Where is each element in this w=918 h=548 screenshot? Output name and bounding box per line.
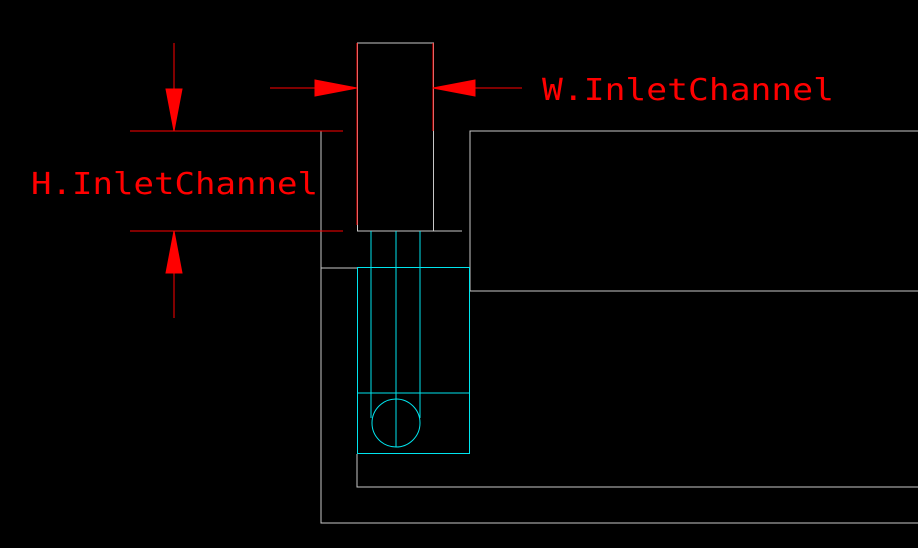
inner-casing-line	[469, 130, 918, 292]
detail-geometry	[357, 231, 470, 454]
inlet-channel-outline	[357, 42, 434, 232]
outer-casing-line	[320, 130, 918, 524]
detail-circle	[371, 398, 421, 448]
height-dimension-label: H.InletChannel	[31, 167, 318, 202]
outline-geometry	[320, 42, 918, 524]
width-dim-left-arrow	[314, 79, 358, 97]
width-dim-right-arrow	[432, 79, 476, 97]
height-dim-bottom-arrow	[165, 230, 183, 274]
width-dimension-label: W.InletChannel	[542, 73, 834, 108]
inner-wall-line	[356, 454, 918, 488]
dimension-annotations: W.InletChannel H.InletChannel	[31, 43, 834, 318]
height-dim-top-arrow	[165, 88, 183, 132]
detail-box	[357, 267, 470, 454]
